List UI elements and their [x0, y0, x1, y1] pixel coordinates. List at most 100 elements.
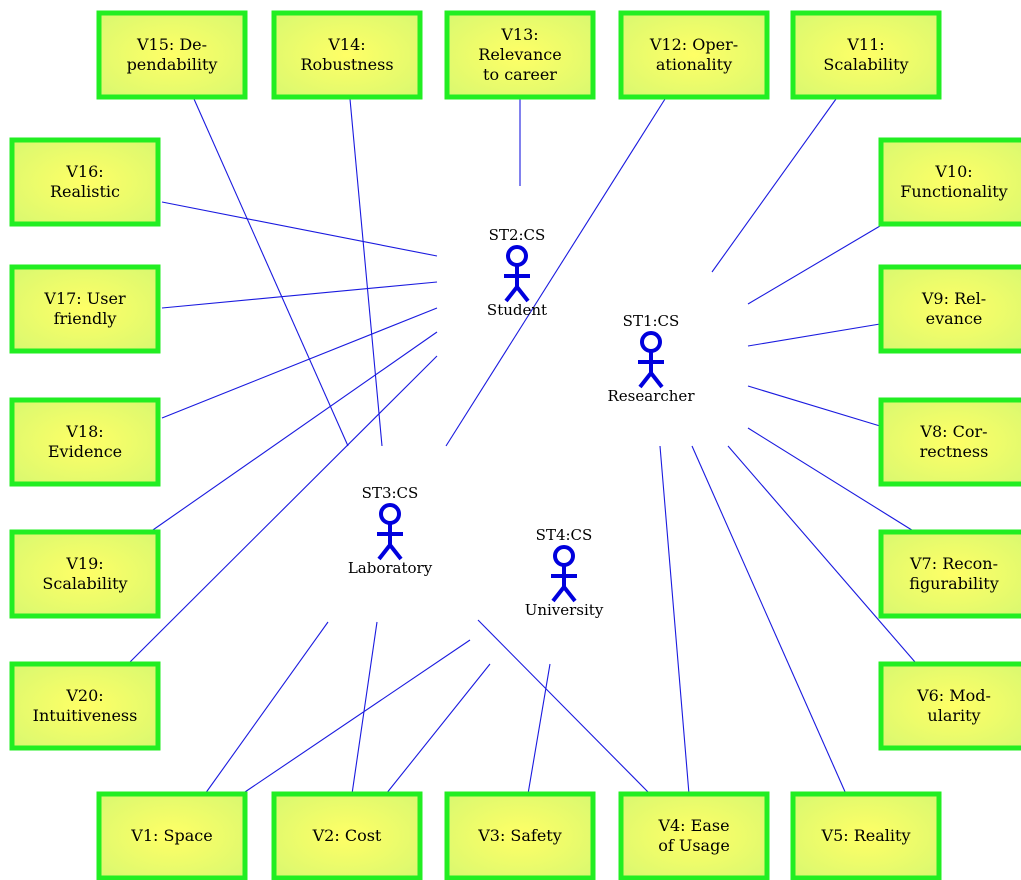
actor-stick-figure-icon	[638, 331, 664, 389]
value-box-frame	[618, 10, 770, 100]
value-box-label-line: Evidence	[48, 442, 122, 461]
value-box-v1: V1: Space	[96, 791, 248, 880]
actor-stick-figure-icon	[377, 503, 403, 561]
value-box-v9: V9: Rel-evance	[878, 264, 1021, 354]
value-box-label-line: V13:	[500, 25, 538, 44]
value-box-label-line: V11:	[846, 35, 884, 54]
stakeholder-code: ST4:CS	[536, 526, 593, 544]
stakeholder-label: University	[525, 601, 604, 619]
value-box-label-line: Intuitiveness	[33, 706, 138, 725]
value-box-frame	[9, 137, 161, 227]
value-box-frame	[271, 791, 423, 880]
value-box-v12: V12: Oper-ationality	[618, 10, 770, 100]
value-box-frame	[96, 791, 248, 880]
value-box-label-line: V6: Mod-	[916, 686, 991, 705]
value-box-frame	[271, 10, 423, 100]
stakeholder-label: Laboratory	[348, 559, 433, 577]
value-box-label-line: Functionality	[900, 182, 1007, 201]
value-box-label-line: V14:	[327, 35, 365, 54]
value-box-v18: V18:Evidence	[9, 397, 161, 487]
connection-st2-v20	[129, 355, 438, 663]
value-box-frame	[878, 661, 1021, 751]
value-box-v5: V5: Reality	[790, 791, 942, 880]
value-box-label-line: Scalability	[823, 55, 908, 74]
value-box-label-line: V15: De-	[136, 35, 207, 54]
connection-st4-v2	[385, 663, 491, 795]
value-box-frame	[9, 661, 161, 751]
value-box-label-line: pendability	[127, 55, 218, 74]
value-box-label-line: V1: Space	[130, 826, 212, 845]
value-box-label-line: V10:	[934, 162, 972, 181]
value-box-frame	[9, 264, 161, 354]
stakeholder-st3: ST3:CS Laboratory	[348, 484, 433, 577]
connection-st1-v5	[691, 445, 847, 795]
value-box-label-line: V19:	[65, 554, 103, 573]
value-box-frame	[444, 10, 596, 100]
value-box-label-line: V4: Ease	[657, 816, 729, 835]
connection-st1-v4	[659, 445, 690, 795]
value-box-label-line: V20:	[65, 686, 103, 705]
value-box-label-line: rectness	[920, 442, 989, 461]
value-box-frame	[878, 264, 1021, 354]
value-box-label-line: V9: Rel-	[921, 289, 986, 308]
value-box-label-line: Scalability	[42, 574, 127, 593]
value-box-label-line: ularity	[927, 706, 980, 725]
connection-st4-v1	[241, 639, 471, 795]
value-box-frame	[96, 10, 248, 100]
connection-st1-v10	[747, 225, 881, 305]
value-box-v8: V8: Cor-rectness	[878, 397, 1021, 487]
value-box-label-line: V8: Cor-	[919, 422, 987, 441]
value-box-frame	[790, 10, 942, 100]
value-box-v11: V11:Scalability	[790, 10, 942, 100]
value-box-frame	[790, 791, 942, 880]
connection-lines	[129, 98, 916, 795]
value-box-label-line: evance	[926, 309, 983, 328]
value-box-label-line: ationality	[656, 55, 732, 74]
value-box-label-line: Realistic	[50, 182, 120, 201]
connection-st2-v17	[161, 281, 438, 309]
connection-st1-v8	[747, 385, 881, 427]
value-box-label-line: V18:	[65, 422, 103, 441]
connection-st3-v12	[445, 98, 666, 447]
value-box-v20: V20:Intuitiveness	[9, 661, 161, 751]
value-box-frame	[878, 137, 1021, 227]
value-box-v6: V6: Mod-ularity	[878, 661, 1021, 751]
value-box-frame	[878, 529, 1021, 619]
value-box-label-line: V7: Recon-	[909, 554, 998, 573]
connection-st1-v7	[747, 427, 916, 533]
connection-st2-v16	[161, 201, 438, 257]
value-box-v2: V2: Cost	[271, 791, 423, 880]
value-box-label-line: figurability	[909, 574, 998, 593]
value-box-v10: V10:Functionality	[878, 137, 1021, 227]
value-box-label-line: V2: Cost	[312, 826, 382, 845]
value-box-v15: V15: De-pendability	[96, 10, 248, 100]
actor-stick-figure-icon	[551, 545, 577, 603]
connection-st2-v18	[161, 307, 438, 419]
connection-st4-v3	[527, 663, 551, 795]
connection-st1-v11	[711, 98, 837, 273]
stakeholder-code: ST3:CS	[362, 484, 419, 502]
value-box-label-line: Relevance	[478, 45, 561, 64]
stakeholder-label: Student	[487, 301, 547, 319]
value-box-v19: V19:Scalability	[9, 529, 161, 619]
value-box-frame	[9, 529, 161, 619]
value-box-frame	[9, 397, 161, 487]
connection-st3-v15	[193, 98, 349, 447]
stakeholder-code: ST2:CS	[489, 226, 546, 244]
connection-st3-v1	[204, 621, 329, 795]
connection-st3-v2	[351, 621, 378, 795]
value-box-label-line: V3: Safety	[477, 826, 562, 845]
connection-st2-v19	[149, 331, 438, 533]
stakeholder-st2: ST2:CS Student	[487, 226, 547, 319]
value-box-label-line: of Usage	[658, 836, 730, 855]
value-box-label-line: friendly	[54, 309, 117, 328]
value-box-frame	[444, 791, 596, 880]
